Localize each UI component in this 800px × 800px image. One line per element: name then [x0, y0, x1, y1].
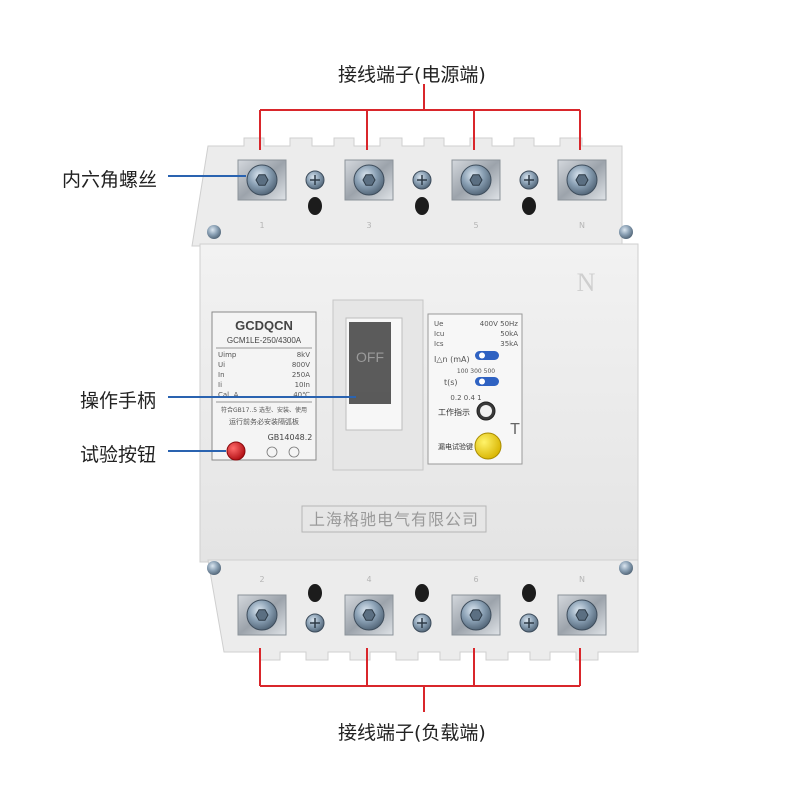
terminal-screw[interactable]: [344, 159, 394, 201]
aux-screw: [519, 170, 539, 215]
aux-screw: [305, 584, 325, 633]
aux-screw: [412, 170, 432, 215]
test-button[interactable]: [226, 441, 246, 461]
model-label: GCM1LE-250/4300A: [227, 336, 302, 345]
handle-window: [349, 322, 391, 392]
rating-key: Cal. A: [218, 391, 239, 399]
handle-assembly: OFF: [332, 299, 424, 471]
pole-number: 2: [259, 575, 264, 584]
pole-number: 5: [473, 221, 478, 230]
idn-values: 100 300 500: [457, 368, 495, 375]
work-indicator-label: 工作指示: [438, 407, 470, 417]
rating-key: Ui: [218, 361, 225, 369]
idn-label: I△n (mA): [434, 355, 470, 364]
terminal-screw[interactable]: [451, 159, 501, 201]
terminal-screw[interactable]: [344, 594, 394, 636]
pole-number: 4: [366, 575, 371, 584]
ts-switch[interactable]: [475, 377, 499, 386]
callout-hex-screw: 内六角螺丝: [62, 169, 158, 191]
terminal-screw[interactable]: [237, 159, 287, 201]
standard-label: GB14048.2: [268, 433, 313, 442]
company-nameplate: 上海格驰电气有限公司: [301, 505, 487, 533]
rating-plate-left: GCDQCN GCM1LE-250/4300A Uimp 8kV Ui 800V In 2…: [211, 311, 317, 461]
company-name: 上海格驰电气有限公司: [309, 510, 479, 529]
rating-value: 10In: [295, 381, 310, 389]
pole-number: N: [579, 221, 585, 230]
rating-value: 35kA: [500, 340, 518, 348]
callout-bottom-terminal: 接线端子(负载端): [338, 722, 486, 744]
top-terminals: 1 3 5 N: [237, 159, 607, 230]
terminal-screw[interactable]: [557, 159, 607, 201]
warning-line-2: 运行前务必安装隔弧板: [229, 417, 299, 426]
off-label: OFF: [356, 349, 384, 365]
aux-screw: [305, 170, 325, 215]
terminal-screw[interactable]: [557, 594, 607, 636]
ts-values: 0.2 0.4 1: [450, 394, 481, 402]
pole-number: 3: [366, 221, 371, 230]
terminal-screw[interactable]: [451, 594, 501, 636]
t-mark: T: [510, 421, 520, 438]
callout-top-terminal: 接线端子(电源端): [338, 64, 486, 86]
rating-key: Uimp: [218, 351, 237, 359]
rating-value: 8kV: [297, 351, 311, 359]
callout-handle: 操作手柄: [80, 390, 157, 412]
leak-test-label: 漏电试验键: [438, 442, 473, 451]
brand-label: GCDQCN: [235, 318, 293, 333]
idn-switch[interactable]: [475, 351, 499, 360]
operating-handle[interactable]: [349, 392, 391, 404]
terminal-screw[interactable]: [237, 594, 287, 636]
cert-mark-icon: [266, 446, 278, 458]
ts-label: t(s): [444, 378, 458, 387]
aux-screw: [519, 584, 539, 633]
rating-key: Icu: [434, 330, 444, 338]
aux-screw: [412, 584, 432, 633]
rating-key: Ics: [434, 340, 444, 348]
bottom-terminals: 2 4 6 N: [237, 575, 607, 636]
rating-key: In: [218, 371, 225, 379]
leakage-test-button[interactable]: [474, 432, 502, 460]
rating-value: 50kA: [500, 330, 518, 338]
neutral-mark: N: [577, 268, 596, 297]
pole-number: 6: [473, 575, 478, 584]
rating-value: 800V: [292, 361, 310, 369]
rating-key: Ii: [218, 381, 222, 389]
rating-value: 250A: [292, 371, 310, 379]
rating-value: 400V 50Hz: [480, 320, 519, 328]
warning-line-1: 符合GB17..5 选型、安装、使用: [221, 406, 307, 414]
cert-mark-icon: [288, 446, 300, 458]
pole-number: 1: [259, 221, 264, 230]
rating-key: Ue: [434, 320, 443, 328]
pole-number: N: [579, 575, 585, 584]
callout-test-button: 试验按钮: [80, 444, 157, 466]
callout-lines: [168, 84, 581, 712]
rating-value: 40℃: [293, 391, 310, 399]
